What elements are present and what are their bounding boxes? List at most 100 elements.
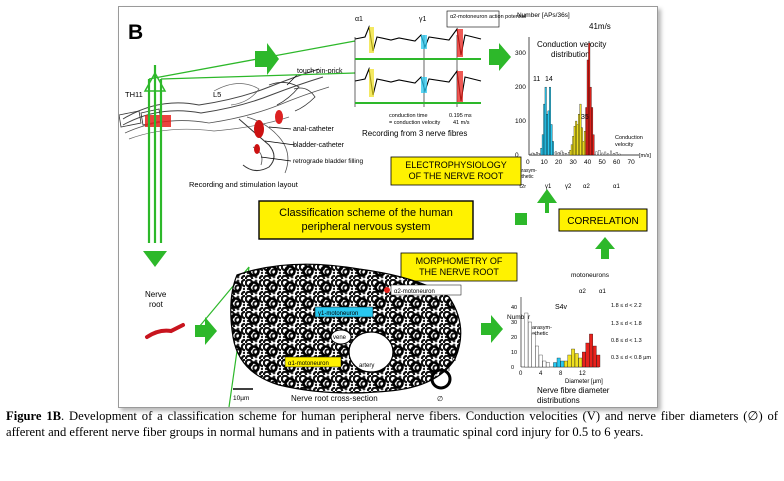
velocity-ytick: 300 — [515, 50, 526, 57]
label-touch: touch pin-prick — [297, 68, 343, 75]
arrow-chart-to-correlation — [537, 189, 557, 213]
cs-label-diam: ∅ — [437, 396, 443, 403]
velocity-bar — [612, 153, 615, 156]
diameter-bar — [574, 353, 579, 368]
velocity-bar — [615, 152, 618, 156]
diameter-ytick: 0 — [511, 365, 514, 371]
diameter-xtick: 8 — [559, 371, 563, 377]
diameter-group-a1: α1 — [599, 289, 606, 295]
diameter-bar — [538, 354, 543, 368]
label-bladder-catheter: bladder-catheter — [293, 142, 345, 149]
data-label-11: 11 — [533, 76, 540, 83]
diameter-bar — [560, 360, 565, 368]
arrow-diameter-to-correlation — [595, 237, 615, 259]
velocity-xtick: 50 — [599, 159, 607, 166]
cs-label-d: d — [452, 356, 456, 363]
diameter-ytick: 20 — [511, 335, 517, 341]
diameter-bar — [582, 351, 586, 368]
diameter-bar — [592, 345, 597, 368]
diameter-bar — [524, 312, 529, 368]
caption-label: Figure 1B — [6, 409, 62, 423]
conduction-time-label: conduction time — [389, 113, 428, 119]
diameter-ylabel: Number — [507, 314, 531, 321]
velocity-bar — [552, 141, 554, 156]
diameter-bar — [542, 360, 547, 368]
velocity-value: 41 m/s — [453, 120, 470, 126]
velocity-bar — [598, 150, 601, 156]
velocity-bar — [549, 86, 551, 156]
diameter-bar — [578, 357, 583, 368]
velocity-xtick: 0 — [526, 159, 530, 166]
velocity-xtick: 60 — [613, 159, 621, 166]
diameter-ytick: 30 — [511, 320, 517, 326]
velocity-bar — [592, 134, 595, 156]
cs-label-artery: artery — [359, 363, 374, 369]
arrow-section-to-diameter — [481, 315, 503, 343]
range-3: 0.8 ≤ d < 1.3 — [611, 338, 642, 344]
velocity-bar — [562, 152, 565, 156]
velocity-xunit: [m/s] — [639, 153, 651, 159]
velocity-xtick: 70 — [628, 159, 636, 166]
recording-traces: α1 γ1 α2-motoneuron action potential con… — [354, 10, 526, 138]
diameter-bar — [585, 342, 590, 368]
data-label-14: 14 — [545, 76, 553, 83]
fibre-label-g1: γ1 — [419, 16, 427, 23]
velocity-group-g2: γ2 — [565, 184, 572, 190]
velocity-group-a2: α2 — [583, 184, 590, 190]
velocity-chart: Number [APs/36s] 41m/s Conduction veloci… — [515, 12, 651, 190]
figure-graphic: B TH11 L5 touch pin-prick anal-catheter … — [119, 10, 651, 407]
diameter-parasym: parasym-pathetic — [529, 325, 552, 337]
panel-letter: B — [128, 21, 143, 44]
conduction-velocity-label: = conduction velocity — [389, 120, 440, 126]
figure-caption: Figure 1B. Development of a classificati… — [6, 409, 778, 440]
diameter-bar — [531, 333, 536, 368]
velocity-bar — [601, 152, 604, 156]
label-l5: L5 — [213, 90, 221, 99]
velocity-group-g1: γ1 — [545, 184, 552, 190]
velocity-parasym: parasym-pathetic — [516, 168, 537, 180]
label-anal-catheter: anal-catheter — [293, 126, 335, 133]
velocity-xtick: 30 — [570, 159, 578, 166]
caption-text: . Development of a classification scheme… — [6, 409, 778, 439]
velocity-xtick: 40 — [584, 159, 592, 166]
fibre-label-a1: α1 — [355, 16, 363, 23]
time-value: 0.195 ms — [449, 113, 472, 119]
cs-label-a2: α2-motoneuron — [394, 289, 435, 295]
diameter-motoneurons: motoneurons — [571, 272, 610, 279]
diameter-bar — [528, 321, 532, 368]
velocity-sub: τ2r — [519, 184, 526, 190]
diameter-bar — [564, 360, 568, 368]
velocity-ytick: 100 — [515, 118, 526, 125]
diameter-xtick: 4 — [539, 371, 543, 377]
diameter-bar — [567, 354, 572, 368]
cross-section-title: Nerve root cross-section — [291, 394, 378, 403]
velocity-bar — [618, 153, 621, 156]
label-th11: TH11 — [125, 90, 143, 99]
diameter-bar — [553, 362, 557, 368]
svg-text:CORRELATION: CORRELATION — [567, 216, 639, 227]
velocity-ytick: 0 — [515, 152, 519, 159]
cross-section: α2-motoneuron γ1-motoneuron α1-motoneuro… — [230, 263, 462, 403]
velocity-bar — [565, 153, 567, 156]
diameter-bar — [546, 362, 550, 368]
cs-label-g1: γ1-motoneuron — [318, 311, 358, 317]
diameter-xtick: 12 — [579, 371, 586, 377]
range-2: 1.3 ≤ d < 1.8 — [611, 321, 642, 327]
layout-caption: Recording and stimulation layout — [189, 180, 299, 189]
diameter-xtick: 0 — [519, 371, 523, 377]
range-4: 0.3 ≤ d < 0.8 µm — [611, 355, 651, 361]
velocity-bar — [554, 151, 557, 156]
velocity-peak-label: 41m/s — [589, 22, 611, 31]
arrow-recording-to-chart — [489, 43, 511, 71]
scale-bar-label: 10µm — [233, 395, 249, 402]
diameter-ytick: 40 — [511, 305, 517, 311]
diameter-bar — [589, 333, 593, 368]
velocity-bar — [595, 151, 598, 156]
diameter-chart: Number motoneurons S4v parasym-pathetic … — [507, 272, 651, 405]
diameter-bar — [535, 345, 539, 368]
flow-arrows — [195, 43, 615, 345]
